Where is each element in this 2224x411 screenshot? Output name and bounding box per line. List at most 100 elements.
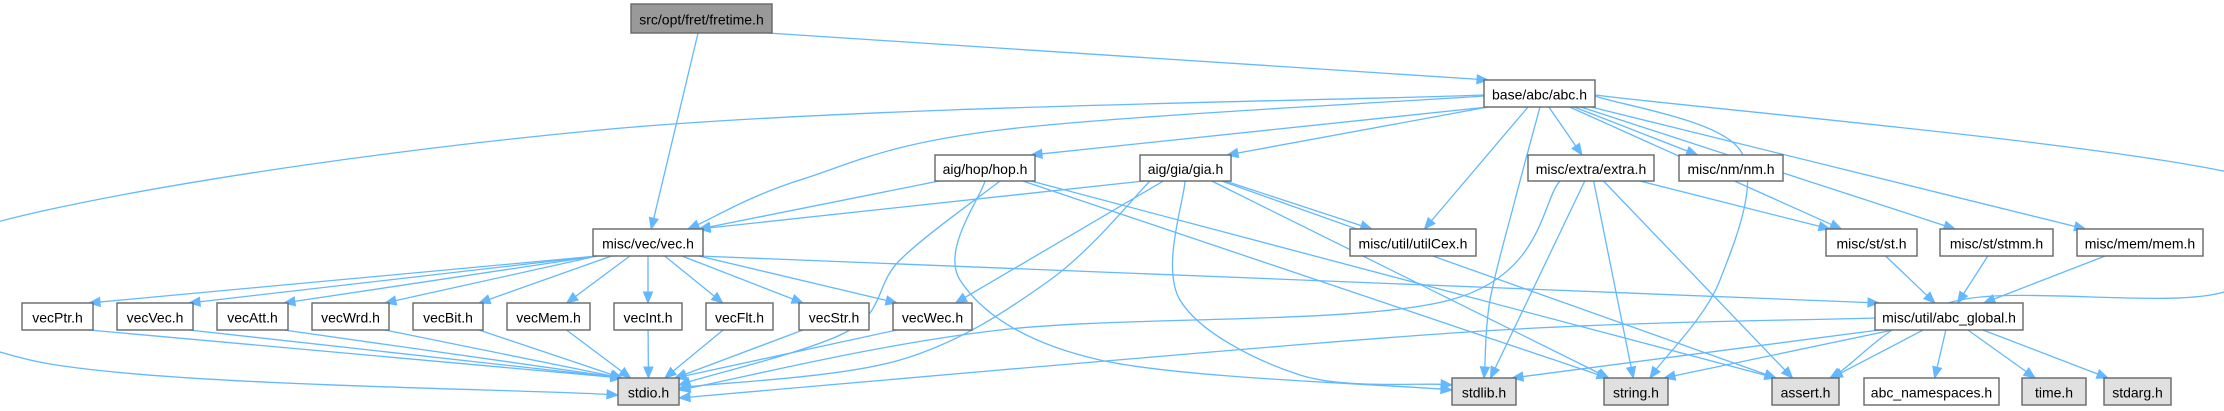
node-label: misc/vec/vec.h xyxy=(602,236,694,252)
arrowhead-icon xyxy=(677,382,692,394)
node-box xyxy=(2076,228,2204,257)
nodes-layer: src/opt/fret/fretime.h base/abc/abc.h aig/… xyxy=(21,3,2204,406)
edge-line xyxy=(1548,106,1578,148)
node-label: vecStr.h xyxy=(809,310,860,326)
edge-line xyxy=(683,329,898,377)
node-box xyxy=(1483,79,1596,108)
node-label: vecAtt.h xyxy=(227,310,278,326)
edge-line xyxy=(384,329,614,377)
node-vecInt[interactable]: vecInt.h xyxy=(613,302,683,331)
node-st[interactable]: misc/st/st.h xyxy=(1825,228,1918,257)
edge-line xyxy=(1594,94,2224,374)
node-vecWrd[interactable]: vecWrd.h xyxy=(311,302,390,331)
node-label: assert.h xyxy=(1781,385,1831,401)
node-fretime[interactable]: src/opt/fret/fretime.h xyxy=(630,3,773,34)
edge-line xyxy=(188,329,614,378)
edge-line xyxy=(573,255,631,299)
edge-abc_global-to-string xyxy=(1662,329,1893,381)
edge-line xyxy=(683,329,804,376)
node-abc_namespaces[interactable]: abc_namespaces.h xyxy=(1863,377,2000,406)
edge-extra-to-stdio xyxy=(677,180,1561,394)
edge-abc_global-to-assert xyxy=(1830,329,1924,379)
node-box xyxy=(798,302,870,331)
node-label: vecVec.h xyxy=(127,310,184,326)
node-label: vecPtr.h xyxy=(32,310,83,326)
arrowhead-icon xyxy=(87,296,101,308)
node-box xyxy=(1603,377,1669,406)
edge-abc_global-to-time xyxy=(1967,329,2037,379)
node-label: misc/util/utilCex.h xyxy=(1359,236,1468,252)
node-nm[interactable]: misc/nm/nm.h xyxy=(1678,154,1784,182)
arrowhead-icon xyxy=(1932,365,1943,380)
edge-line xyxy=(1885,255,1929,298)
arrowhead-icon xyxy=(2022,367,2037,379)
node-label: base/abc/abc.h xyxy=(1492,87,1587,103)
node-extra[interactable]: misc/extra/extra.h xyxy=(1527,154,1655,182)
node-box xyxy=(1863,377,2000,406)
node-vecAtt[interactable]: vecAtt.h xyxy=(216,302,289,331)
edge-line xyxy=(97,255,598,303)
edge-line xyxy=(767,32,1480,81)
edge-line xyxy=(1429,106,1529,223)
edge-extra-to-string xyxy=(1592,180,1637,380)
edge-line xyxy=(687,317,1876,398)
node-label: misc/mem/mem.h xyxy=(2085,236,2195,252)
node-hop[interactable]: aig/hop/hop.h xyxy=(934,154,1036,182)
edge-fretime-to-abc xyxy=(767,32,1490,85)
node-label: vecFlt.h xyxy=(715,310,764,326)
edge-abc_global-to-stdarg xyxy=(1982,329,2110,379)
arrowhead-icon xyxy=(1922,291,1936,304)
edge-line xyxy=(283,329,614,378)
edge-line xyxy=(652,32,699,221)
node-vecFlt[interactable]: vecFlt.h xyxy=(705,302,774,331)
node-vecVec[interactable]: vecVec.h xyxy=(116,302,194,331)
node-box xyxy=(1678,154,1784,182)
edge-line xyxy=(478,329,614,376)
edge-gia-to-utilCex xyxy=(1224,180,1374,231)
edge-abc-to-gia xyxy=(1225,106,1489,159)
node-label: vecInt.h xyxy=(623,310,672,326)
arrowhead-icon xyxy=(1596,368,1610,379)
edge-vec-to-abc_global xyxy=(698,255,1881,308)
node-stmm[interactable]: misc/st/stmm.h xyxy=(1939,228,2054,257)
node-box xyxy=(892,302,973,331)
arrowhead-icon xyxy=(710,291,724,304)
node-label: aig/gia/gia.h xyxy=(1148,161,1224,177)
node-utilCex[interactable]: misc/util/utilCex.h xyxy=(1349,228,1477,257)
arrowhead-icon xyxy=(1029,148,1043,160)
node-vecMem[interactable]: vecMem.h xyxy=(506,302,591,331)
edge-line xyxy=(1967,329,2029,374)
arrowhead-icon xyxy=(1479,366,1491,380)
node-vec[interactable]: misc/vec/vec.h xyxy=(592,228,704,257)
edge-line xyxy=(566,329,624,374)
edge-line xyxy=(664,255,717,298)
edge-vecBit-to-stdio xyxy=(478,329,624,380)
arrowhead-icon xyxy=(1867,297,1881,308)
edge-line xyxy=(1171,180,1444,386)
edge-line xyxy=(707,180,1145,229)
node-vecWec[interactable]: vecWec.h xyxy=(892,302,973,331)
edge-line xyxy=(1839,329,1924,375)
node-abc[interactable]: base/abc/abc.h xyxy=(1483,79,1596,108)
edges-layer xyxy=(0,32,2224,403)
node-vecStr[interactable]: vecStr.h xyxy=(798,302,870,331)
arrowhead-icon xyxy=(1828,219,1843,230)
node-abc_global[interactable]: misc/util/abc_global.h xyxy=(1874,302,2024,331)
node-label: misc/st/st.h xyxy=(1836,236,1906,252)
node-vecBit[interactable]: vecBit.h xyxy=(412,302,484,331)
node-box xyxy=(2103,377,2172,406)
edge-line xyxy=(1211,180,1602,375)
node-vecPtr[interactable]: vecPtr.h xyxy=(21,302,94,331)
edge-line xyxy=(1672,329,1893,377)
arrowhead-icon xyxy=(606,389,620,400)
node-gia[interactable]: aig/gia/gia.h xyxy=(1139,154,1232,182)
edge-line xyxy=(1590,106,2078,228)
edge-line xyxy=(1982,329,2100,376)
arrowhead-icon xyxy=(1489,365,1501,380)
edge-line xyxy=(695,95,1485,226)
node-box xyxy=(592,228,704,257)
edge-extra-to-assert xyxy=(1603,180,1794,379)
edge-st-to-abc_global xyxy=(1885,255,1936,304)
edge-line xyxy=(687,180,1001,383)
node-mem[interactable]: misc/mem/mem.h xyxy=(2076,228,2204,257)
